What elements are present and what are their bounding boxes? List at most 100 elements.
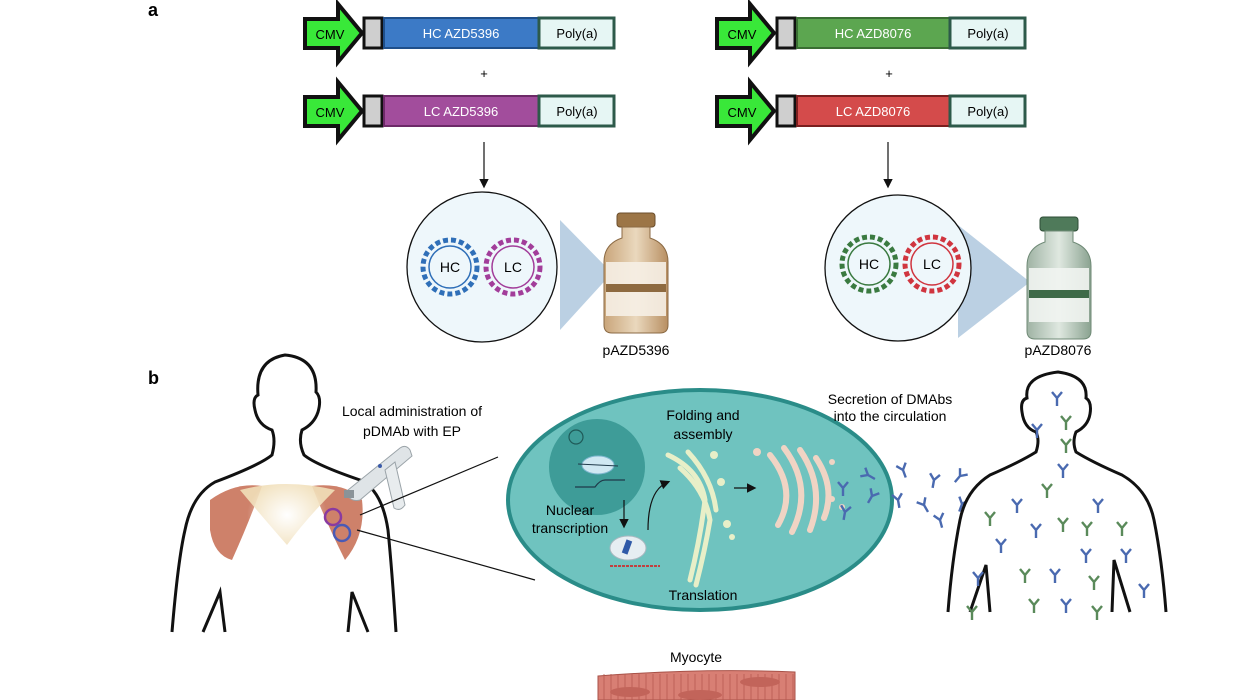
panel-label-a: a <box>148 0 159 20</box>
construct-group-azd5396: CMV HC AZD5396 Poly(a) + CMV LC AZD5396 … <box>303 0 670 358</box>
gene-box <box>796 17 951 49</box>
cmv-promoter-arrow <box>303 76 365 146</box>
antibody-icon <box>984 511 996 526</box>
panel-label-b: b <box>148 368 159 388</box>
plasmid-injection-marker <box>323 507 343 527</box>
antibody-icon <box>866 488 880 504</box>
secreted-antibodies <box>837 462 970 529</box>
antibody-icon <box>1060 415 1072 430</box>
antibody-icon <box>1049 568 1061 583</box>
gene-box <box>383 17 540 49</box>
product-label: pAZD8076 <box>1025 342 1092 358</box>
antibody-icon <box>1041 483 1053 498</box>
golgi-apparatus <box>767 445 832 535</box>
antibody-icon <box>1019 568 1031 583</box>
antibody-icon <box>1116 521 1128 536</box>
plasmid-label: HC <box>440 259 460 275</box>
construct-hc-azd5396: CMV HC AZD5396 Poly(a) <box>303 0 616 68</box>
cmv-promoter-arrow <box>715 76 777 146</box>
antibody-icon <box>1138 583 1150 598</box>
antibody-icon <box>1091 605 1103 620</box>
polya-label: Poly(a) <box>556 26 597 41</box>
plasmid-label: HC <box>859 256 879 272</box>
antibody-icon <box>1081 521 1093 536</box>
folding-label-2: assembly <box>673 426 732 442</box>
polya-box <box>537 16 616 50</box>
plasmid-lc: LC <box>902 234 962 294</box>
antibody-icon <box>932 512 945 529</box>
myocyte-fiber <box>597 670 796 700</box>
signal-peptide-box <box>775 16 797 50</box>
antibody-icon <box>1057 517 1069 532</box>
construct-hc-azd8076: CMV HC AZD8076 Poly(a) <box>715 0 1027 68</box>
polya-label: Poly(a) <box>967 104 1008 119</box>
gene-label: HC AZD5396 <box>423 26 500 41</box>
mrna-strand <box>575 479 625 488</box>
signal-peptide-box <box>775 94 797 128</box>
plasmid-in-nucleus <box>568 429 584 445</box>
cmv-promoter-arrow <box>303 0 365 68</box>
gene-label: LC AZD5396 <box>424 104 498 119</box>
cmv-promoter-arrow <box>715 0 777 68</box>
cmv-label: CMV <box>316 105 345 120</box>
myocyte-cell: Folding and assembly Nuclear transcripti… <box>506 388 894 612</box>
plasmid-injection-marker <box>332 523 352 543</box>
signal-peptide-box <box>362 16 384 50</box>
translation-arrow <box>647 480 671 531</box>
zoom-connector-line <box>356 529 536 581</box>
plasmid-hc: HC <box>420 237 480 297</box>
plasmid-zoom-circle <box>406 191 558 343</box>
antibody-icon <box>995 538 1007 553</box>
antibody-icon <box>1060 598 1072 613</box>
plasmid-label: LC <box>504 259 522 275</box>
antibody-icon <box>1031 423 1043 438</box>
construct-lc-azd5396: CMV LC AZD5396 Poly(a) <box>303 76 616 146</box>
plasmid-lc: LC <box>483 237 543 297</box>
gene-label: HC AZD8076 <box>835 26 912 41</box>
antibody-icon <box>1028 598 1040 613</box>
administration-label: Local administration of <box>342 403 482 419</box>
antibody-icon <box>1030 523 1042 538</box>
nuclear-transcription-label-2: transcription <box>532 520 608 536</box>
plasmid-hc: HC <box>839 234 899 294</box>
cmv-label: CMV <box>728 27 757 42</box>
antibody-icon <box>953 468 968 483</box>
human-left-silhouette <box>170 353 398 633</box>
vial-pazd5396 <box>603 212 669 334</box>
vial-pazd8076 <box>1026 216 1092 340</box>
endoplasmic-reticulum <box>665 449 719 588</box>
construct-group-azd8076: CMV HC AZD8076 Poly(a) + CMV LC AZD8076 … <box>715 0 1092 358</box>
antibody-icon <box>1051 391 1063 406</box>
antibody-icon <box>1060 438 1072 453</box>
antibody-icon <box>929 472 941 489</box>
plus-sign: + <box>885 66 893 81</box>
plasmid-label: LC <box>923 256 941 272</box>
antibody-icon <box>1057 463 1069 478</box>
antibody-icon <box>1088 575 1100 590</box>
antibody-icon <box>837 481 849 496</box>
polya-box <box>537 94 616 128</box>
antibody-icon <box>860 467 876 481</box>
polya-box <box>948 16 1027 50</box>
antibody-icon <box>1092 498 1104 513</box>
myocyte-label: Myocyte <box>670 649 722 665</box>
antibody-icon <box>1120 548 1132 563</box>
cmv-label: CMV <box>728 105 757 120</box>
gene-label: LC AZD8076 <box>836 104 910 119</box>
secretion-label: Secretion of DMAbs <box>828 391 953 407</box>
zoom-cone <box>560 220 612 330</box>
antibody-icon <box>840 504 852 521</box>
cmv-label: CMV <box>316 27 345 42</box>
nuclear-transcription-label: Nuclear <box>546 502 595 518</box>
administration-label-2: pDMAb with EP <box>363 423 461 439</box>
zoom-connector-line <box>359 456 499 516</box>
signal-peptide-box <box>362 94 384 128</box>
antibody-icon <box>916 497 930 513</box>
plus-sign: + <box>480 66 488 81</box>
left-deltoid <box>210 485 262 560</box>
antibody-icon <box>966 605 978 620</box>
antibody-icon <box>891 492 903 509</box>
gene-box <box>383 95 540 127</box>
antibody-icon <box>1011 498 1023 513</box>
